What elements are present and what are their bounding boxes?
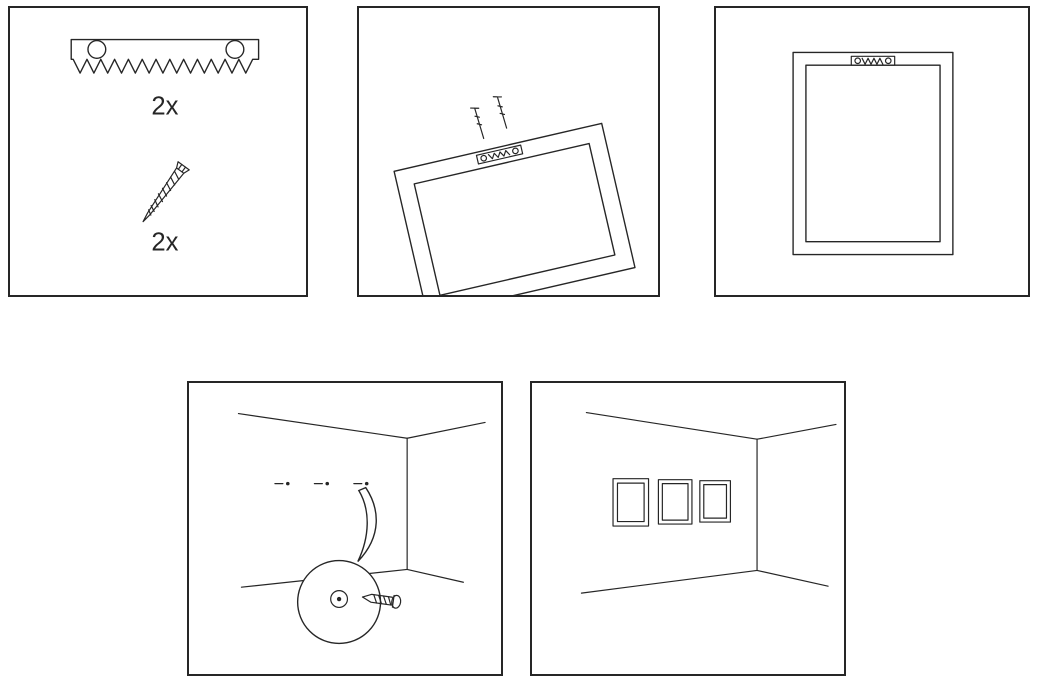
ceiling-line-right xyxy=(756,423,837,440)
frame-inner-edge xyxy=(805,64,941,243)
hung-frames-row xyxy=(612,478,732,527)
room-corner-lines xyxy=(580,412,837,594)
frame-inner-edge xyxy=(413,142,616,295)
panel-attach-hanger xyxy=(357,6,660,297)
floor-line-left xyxy=(580,569,758,594)
screw-shaft xyxy=(361,593,393,606)
frame-outer-edge xyxy=(393,122,636,295)
zoom-circle-icon xyxy=(296,559,382,645)
hanger-hole-left xyxy=(87,39,107,59)
parts-illustration: 2x 2x xyxy=(70,38,260,257)
panel-frame-ready xyxy=(714,6,1030,297)
screw-horizontal-icon xyxy=(361,593,402,609)
sawtooth-hanger-small-icon xyxy=(475,144,524,165)
wall-screws-illustration xyxy=(237,412,486,645)
screw-hole-icon xyxy=(330,590,349,609)
floor-line-right xyxy=(756,569,829,587)
sawtooth-hanger-icon xyxy=(70,38,260,74)
screw-icon xyxy=(142,161,190,223)
screw-left-icon xyxy=(470,107,485,140)
screw-hole-center xyxy=(336,596,342,602)
screw-quantity-label: 2x xyxy=(151,229,178,257)
screw-threads xyxy=(148,170,180,216)
screw-shaft xyxy=(142,167,185,223)
motion-crescent-icon xyxy=(357,486,377,563)
wall-mark-icon xyxy=(274,481,290,486)
hang-frames-illustration xyxy=(580,412,837,594)
panel-wall-screws xyxy=(187,381,503,676)
picture-frame-upright-icon xyxy=(792,51,954,256)
ceiling-line-right xyxy=(406,421,486,439)
wall-mark-icon xyxy=(313,481,330,486)
wall-mark-icon xyxy=(353,481,369,486)
screw-right-icon xyxy=(492,96,508,129)
wall-marks xyxy=(274,481,369,486)
hung-frame-icon xyxy=(699,480,732,523)
floor-line-right xyxy=(406,568,464,583)
ceiling-line-left xyxy=(237,412,408,439)
frame-ready-illustration xyxy=(792,51,954,256)
attach-hanger-illustration xyxy=(393,96,636,295)
hanger-quantity-label: 2x xyxy=(151,93,178,121)
ceiling-line-left xyxy=(585,412,758,440)
frame-outer-edge xyxy=(792,51,954,256)
picture-frame-tilted-icon xyxy=(393,122,636,295)
screw-head xyxy=(391,594,402,609)
panel-hang-frames xyxy=(530,381,846,676)
sawtooth-hanger-small-icon xyxy=(850,55,896,66)
panel-parts: 2x 2x xyxy=(8,6,308,297)
hung-frame-icon xyxy=(612,478,650,527)
screw-threads xyxy=(373,594,392,606)
hanger-hole-right xyxy=(225,39,245,59)
room-corner-lines xyxy=(237,412,486,588)
hung-frame-icon xyxy=(657,479,693,525)
